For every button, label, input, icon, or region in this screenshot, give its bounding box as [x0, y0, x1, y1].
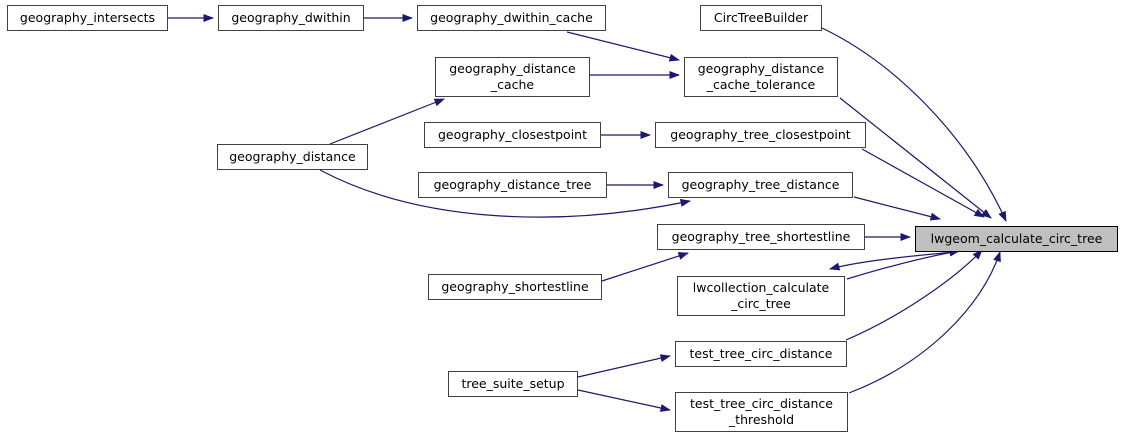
- graph-node-geography_tree_closestpoint[interactable]: geography_tree_closestpoint: [655, 122, 866, 148]
- edge-test_tree_circ_distance_threshold-to-lwgeom_calculate_circ_tree: [848, 251, 1001, 394]
- edge-geography_tree_distance-to-lwgeom_calculate_circ_tree: [853, 196, 941, 221]
- graph-node-CircTreeBuilder[interactable]: CircTreeBuilder: [700, 5, 822, 31]
- graph-node-geography_dwithin[interactable]: geography_dwithin: [218, 5, 364, 31]
- graph-node-geography_tree_distance[interactable]: geography_tree_distance: [668, 172, 853, 198]
- graph-node-geography_dwithin_cache[interactable]: geography_dwithin_cache: [417, 5, 606, 31]
- edge-geography_tree_closestpoint-to-lwgeom_calculate_circ_tree: [861, 148, 985, 218]
- graph-node-geography_tree_shortestline[interactable]: geography_tree_shortestline: [657, 224, 865, 250]
- graph-node-geography_intersects[interactable]: geography_intersects: [7, 5, 168, 31]
- graph-node-lwgeom_calculate_circ_tree: lwgeom_calculate_circ_tree: [915, 226, 1118, 252]
- graph-node-geography_shortestline[interactable]: geography_shortestline: [428, 274, 602, 300]
- graph-node-geography_distance_tree[interactable]: geography_distance_tree: [418, 172, 607, 198]
- graph-node-lwcollection_calculate_circ_tree[interactable]: lwcollection_calculate _circ_tree: [677, 276, 845, 316]
- edge-test_tree_circ_distance-to-lwgeom_calculate_circ_tree: [845, 249, 983, 341]
- graph-node-geography_distance_cache[interactable]: geography_distance _cache: [435, 57, 590, 97]
- edge-tree_suite_setup-to-test_tree_circ_distance_threshold: [577, 389, 671, 412]
- graph-node-test_tree_circ_distance_threshold[interactable]: test_tree_circ_distance _threshold: [675, 392, 848, 432]
- graph-node-tree_suite_setup[interactable]: tree_suite_setup: [448, 371, 578, 397]
- graph-node-geography_distance_cache_tolerance[interactable]: geography_distance _cache_tolerance: [684, 57, 838, 97]
- graph-node-geography_closestpoint[interactable]: geography_closestpoint: [424, 122, 601, 148]
- edge-tree_suite_setup-to-test_tree_circ_distance: [577, 354, 671, 378]
- edge-geography_dwithin_cache-to-geography_distance_cache_tolerance: [566, 31, 680, 62]
- graph-node-test_tree_circ_distance[interactable]: test_tree_circ_distance: [675, 341, 847, 367]
- edge-geography_distance_cache_tolerance-to-lwgeom_calculate_circ_tree: [839, 97, 992, 219]
- edge-lwcollection_calculate_circ_tree-to-lwgeom_calculate_circ_tree: [846, 248, 960, 280]
- edge-CircTreeBuilder-to-lwgeom_calculate_circ_tree: [821, 27, 1007, 222]
- edge-geography_shortestline-to-geography_tree_shortestline: [601, 252, 689, 282]
- edge-geography_distance-to-geography_distance_cache: [329, 98, 445, 145]
- edge-geography_distance-to-geography_tree_distance: [319, 169, 691, 218]
- edge-lwgeom_calculate_circ_tree-to-lwcollection_calculate_circ_tree: [829, 251, 956, 271]
- graph-node-geography_distance[interactable]: geography_distance: [217, 144, 368, 170]
